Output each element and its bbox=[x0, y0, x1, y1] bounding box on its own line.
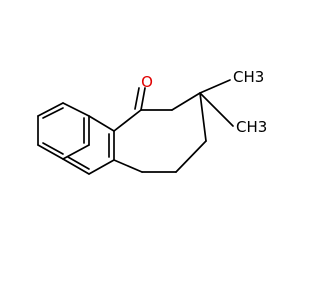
methyl-label: CH3 bbox=[236, 118, 267, 136]
methyl-label: CH3 bbox=[233, 68, 264, 86]
molecule-diagram: O CH3 CH3 bbox=[37, 68, 267, 175]
bond bbox=[113, 109, 142, 132]
left-aromatic-ring bbox=[37, 102, 90, 160]
methyl-bond-lower bbox=[199, 92, 234, 127]
cycloheptanone-ring bbox=[113, 92, 207, 173]
gem-dimethyl-bonds bbox=[199, 79, 234, 127]
carbonyl-bond-1 bbox=[140, 87, 146, 111]
bond bbox=[113, 159, 143, 173]
bond bbox=[37, 144, 64, 160]
methyl-bond-upper bbox=[199, 79, 231, 94]
bond bbox=[62, 102, 90, 117]
middle-aromatic-ring bbox=[62, 115, 115, 175]
carbonyl-group bbox=[134, 87, 146, 111]
bond bbox=[199, 92, 207, 142]
aromatic-inner-bond bbox=[42, 107, 64, 119]
bond bbox=[62, 144, 90, 160]
aromatic-inner-bond bbox=[42, 142, 64, 155]
bond bbox=[171, 92, 201, 111]
structure-canvas: O CH3 CH3 bbox=[37, 68, 268, 175]
bond bbox=[88, 115, 115, 132]
oxygen-label: O bbox=[141, 73, 153, 91]
bond bbox=[88, 159, 115, 175]
bond bbox=[37, 102, 64, 117]
bond bbox=[175, 140, 207, 173]
aromatic-inner-bond bbox=[67, 156, 90, 170]
bond bbox=[62, 158, 90, 175]
carbonyl-bond-2 bbox=[134, 87, 140, 110]
